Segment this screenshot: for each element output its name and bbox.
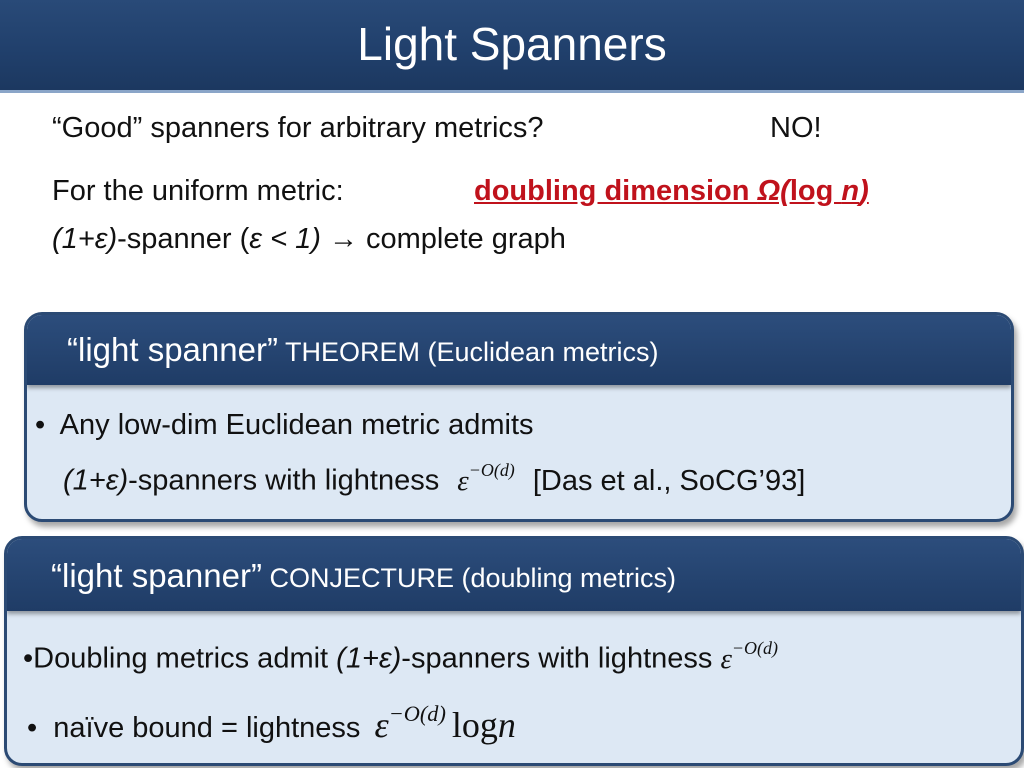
conjecture-header: “light spanner” CONJECTURE (doubling met… [7,539,1021,611]
conjecture-lightness-formula: ε−O(d) [720,638,778,675]
question-text: “Good” spanners for arbitrary metrics? [52,112,544,144]
highlight-log: log [789,175,842,207]
bullet-icon: • [35,409,46,441]
theorem-italic: (1+ε) [63,464,129,497]
conjecture-head-rest: CONJECTURE (doubling metrics) [261,563,677,593]
title-bar: Light Spanners [0,0,1024,93]
conjecture-line1-a: Doubling metrics admit [33,642,337,675]
spanner-cond: ε < 1) [249,223,321,255]
spanner-italic: (1+ε) [52,223,118,255]
theorem-head-rest: THEOREM (Euclidean metrics) [277,337,659,367]
highlight-close: ) [859,175,869,207]
theorem-bullet-line: • Any low-dim Euclidean metric admits [35,407,534,443]
theorem-line2-text: -spanners with lightness [128,464,440,497]
spanner-result: complete graph [366,223,566,255]
slide-title: Light Spanners [357,18,667,70]
highlight-omega: Ω( [757,175,790,207]
formula-exponent: −O(d) [388,700,446,726]
uniform-highlight: doubling dimension Ω(log n) [474,173,869,209]
formula-exponent: −O(d) [468,460,515,481]
conjecture-head-quote: “light spanner” [51,557,262,594]
uniform-label: For the uniform metric: [52,175,344,207]
bullet-icon: • [23,642,34,675]
conjecture-italic: (1+ε) [336,642,402,675]
theorem-lightness-formula: ε−O(d) [457,460,515,497]
naive-bound-formula: ε−O(d)logn [374,701,516,745]
highlight-n: n [841,175,860,207]
highlight-text: doubling dimension [474,175,758,207]
question-answer: NO! [770,112,822,144]
conjecture-line2-text: naïve bound = lightness [53,712,361,744]
theorem-line2: (1+ε)-spanners with lightness ε−O(d) [Da… [63,455,805,499]
formula-log: log [451,705,498,745]
theorem-header: “light spanner” THEOREM (Euclidean metri… [27,315,1011,385]
bullet-icon: • [27,712,38,744]
conjecture-line1-b: -spanners with lightness [401,642,713,675]
conjecture-box: “light spanner” CONJECTURE (doubling met… [4,536,1024,766]
theorem-line1: Any low-dim Euclidean metric admits [59,409,534,441]
theorem-head-quote: “light spanner” [67,331,278,368]
conjecture-line1: •Doubling metrics admit (1+ε)-spanners w… [23,633,778,677]
arrow-right-icon: → [328,223,358,255]
formula-eps: ε [374,705,389,745]
formula-eps: ε [457,464,469,497]
formula-n: n [497,705,516,745]
theorem-citation: [Das et al., SoCG’93] [532,464,806,497]
question-line: “Good” spanners for arbitrary metrics? [52,110,544,146]
spanner-mid: -spanner ( [117,223,250,255]
formula-exponent: −O(d) [731,638,778,659]
conjecture-line2: • naïve bound = lightness ε−O(d)logn [27,699,516,746]
formula-eps: ε [720,642,732,675]
theorem-box: “light spanner” THEOREM (Euclidean metri… [24,312,1014,522]
spanner-line: (1+ε)-spanner (ε < 1) → complete graph [52,221,566,257]
